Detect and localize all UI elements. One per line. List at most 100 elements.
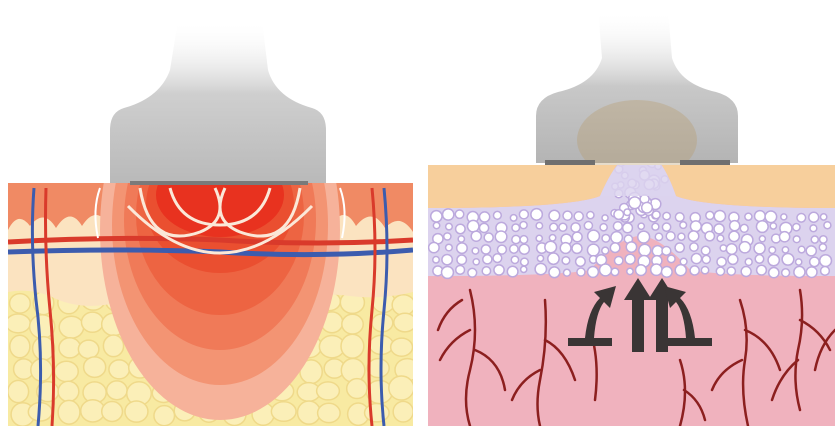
fat-cell (510, 215, 517, 222)
fat-cell (576, 257, 586, 267)
fat-cell (754, 211, 765, 222)
fat-cell (393, 401, 413, 422)
fat-cell (770, 223, 776, 229)
fat-cell (662, 246, 671, 255)
fat-cell (271, 402, 296, 422)
fat-cell (58, 381, 79, 401)
fat-cell (473, 259, 479, 265)
fat-cell (642, 202, 653, 213)
fat-cell (798, 246, 805, 253)
fat-cell (481, 245, 490, 254)
fat-cell (701, 267, 708, 274)
fat-cell (661, 267, 672, 278)
fat-cell (6, 314, 30, 333)
fat-cell (690, 243, 698, 251)
fat-cell (745, 213, 752, 220)
fat-cell (103, 335, 123, 357)
fat-cell (531, 209, 542, 220)
fat-cell (810, 225, 817, 232)
fat-cell (797, 213, 806, 222)
fat-cell (457, 255, 466, 264)
fat-cell (468, 268, 477, 277)
fat-cell (675, 265, 686, 276)
fat-cell (446, 223, 453, 230)
fat-cell (624, 209, 631, 216)
fat-cell (456, 224, 465, 233)
fat-cell (720, 245, 726, 251)
fat-cell (755, 255, 764, 264)
fat-cell (678, 233, 685, 240)
fat-cell (443, 209, 454, 220)
fat-cell (636, 265, 647, 276)
fat-cell (441, 266, 453, 278)
fat-cell (494, 265, 504, 275)
fat-cell (728, 254, 738, 264)
fat-cell (519, 210, 528, 219)
fat-cell (662, 223, 670, 231)
fat-cell (109, 360, 130, 379)
fat-cell (563, 269, 570, 276)
fat-cell (471, 231, 481, 241)
fat-cell (705, 231, 714, 240)
fat-cell (769, 268, 779, 278)
fat-cell (769, 247, 776, 254)
fat-cell (726, 244, 737, 255)
fat-cell (613, 222, 622, 231)
fat-cell (652, 223, 659, 230)
fat-cell (614, 210, 624, 220)
fat-cell (342, 314, 363, 334)
fat-cell (78, 340, 98, 358)
fat-cell (821, 266, 830, 275)
fat-cell (58, 400, 80, 424)
right-panel (428, 10, 835, 426)
fat-cell (429, 242, 439, 252)
fat-cell (512, 224, 520, 232)
fat-cell (482, 267, 490, 275)
fat-cell (611, 268, 619, 276)
fat-cell (550, 223, 558, 231)
fat-cell (493, 254, 502, 263)
fat-cell (782, 269, 790, 277)
fat-cell (10, 294, 31, 313)
applicator-probe (110, 20, 326, 183)
fat-cell (820, 214, 826, 220)
fat-cell (701, 246, 710, 255)
fat-cell (467, 220, 479, 232)
fat-cell (545, 241, 557, 253)
fat-cell (507, 266, 518, 277)
fat-cell (717, 235, 724, 242)
fat-cell (796, 259, 802, 265)
fat-cell (675, 213, 684, 222)
fat-cell (793, 224, 800, 231)
fat-cell (768, 255, 779, 266)
fat-cell (389, 376, 414, 400)
fat-cell (81, 312, 103, 332)
fat-cell (560, 243, 571, 254)
fat-cell (511, 256, 518, 263)
fat-cell (458, 236, 464, 242)
fat-cell (820, 236, 827, 243)
fat-cell (819, 244, 826, 251)
fat-cell (779, 232, 789, 242)
fat-cell (741, 267, 751, 277)
fat-cell (493, 211, 501, 219)
fat-cell (519, 244, 529, 254)
fat-cell (655, 233, 662, 240)
fat-cell (794, 266, 805, 277)
fat-cell (521, 258, 529, 266)
fat-cell (663, 212, 670, 219)
fat-cell (652, 211, 660, 219)
fat-cell (563, 211, 572, 220)
fat-cell (588, 230, 600, 242)
fat-cell (391, 338, 413, 356)
fat-cell (811, 236, 818, 243)
fat-cell (639, 244, 651, 256)
fat-cell (690, 221, 701, 232)
fat-cell (739, 242, 750, 253)
fat-cell (572, 243, 582, 253)
fat-cell (602, 247, 609, 254)
fat-cell (714, 224, 724, 234)
fat-cell (809, 212, 819, 222)
fat-cell (497, 245, 506, 254)
